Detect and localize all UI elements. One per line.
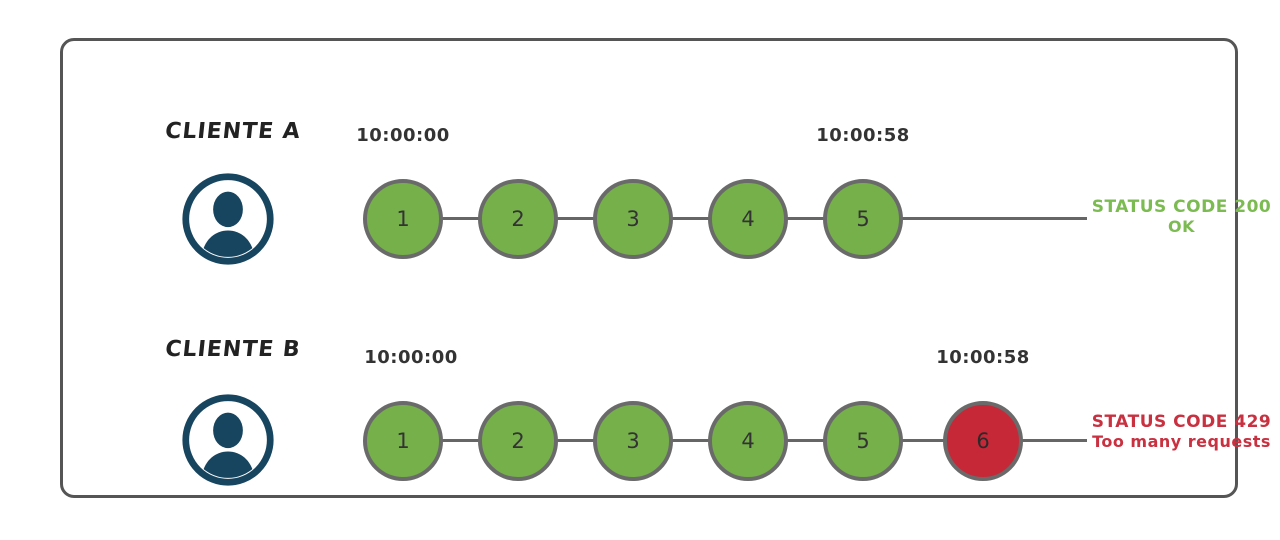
user-avatar-icon <box>182 394 274 486</box>
request-node: 4 <box>708 179 788 259</box>
client-b-row: CLIENTE B 10:00:00 10:00:58 1 2 3 4 5 6 … <box>63 41 1271 495</box>
request-node: 4 <box>708 401 788 481</box>
end-timestamp: 10:00:58 <box>816 125 910 146</box>
end-timestamp: 10:00:58 <box>936 347 1030 368</box>
request-node: 5 <box>823 179 903 259</box>
request-node: 3 <box>593 401 673 481</box>
request-node-blocked: 6 <box>943 401 1023 481</box>
status-label-error: STATUS CODE 429 Too many requests <box>1089 412 1274 452</box>
start-timestamp: 10:00:00 <box>364 347 458 368</box>
request-node: 2 <box>478 401 558 481</box>
request-node: 2 <box>478 179 558 259</box>
status-message-text: OK <box>1168 217 1195 236</box>
start-timestamp: 10:00:00 <box>356 125 450 146</box>
client-b-label: CLIENTE B <box>164 337 302 362</box>
request-node: 3 <box>593 179 673 259</box>
status-code-text: STATUS CODE 429 <box>1091 412 1272 432</box>
user-avatar-icon <box>182 173 274 265</box>
status-message-text: Too many requests <box>1092 432 1271 451</box>
request-node: 1 <box>363 401 443 481</box>
diagram-frame: CLIENTE A 10:00:00 10:00:58 1 2 3 4 5 ST… <box>60 38 1271 498</box>
request-node: 1 <box>363 179 443 259</box>
request-node: 5 <box>823 401 903 481</box>
status-code-text: STATUS CODE 200 <box>1091 197 1272 217</box>
client-a-row: CLIENTE A 10:00:00 10:00:58 1 2 3 4 5 ST… <box>63 41 1271 495</box>
status-label-ok: STATUS CODE 200 OK <box>1089 197 1274 237</box>
